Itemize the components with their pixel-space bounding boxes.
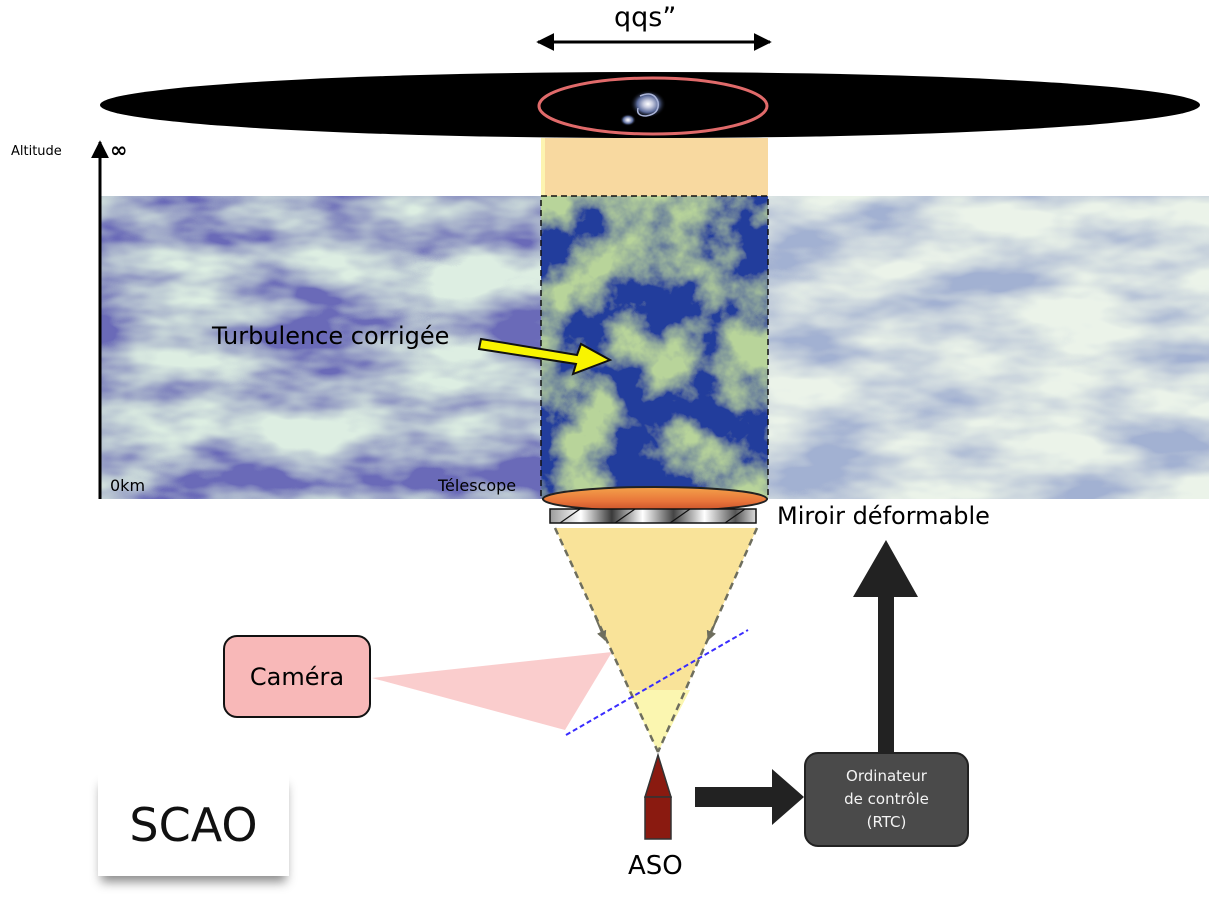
telescope-mirror — [542, 486, 768, 512]
altitude-infinity-label: ∞ — [110, 138, 128, 162]
rtc-box: Ordinateur de contrôle (RTC) — [804, 752, 969, 847]
rtc-label-line3: (RTC) — [866, 813, 907, 831]
light-beam-top — [541, 138, 768, 196]
dichroic-line — [565, 629, 749, 736]
galaxy-icon — [620, 90, 666, 126]
ground-level-label: 0km — [110, 476, 146, 495]
wfs-icon — [643, 752, 673, 840]
turbulence-left — [100, 196, 541, 499]
scao-mode-card: SCAO — [98, 773, 289, 876]
rtc-to-mirror-arrow — [853, 540, 918, 752]
camera-light-wedge — [372, 652, 612, 730]
camera-box: Caméra — [223, 635, 371, 718]
turbulence-right — [768, 196, 1209, 499]
deformable-mirror-label: Miroir déformable — [777, 502, 990, 530]
camera-label: Caméra — [249, 662, 345, 691]
rtc-label-line2: de contrôle — [844, 790, 929, 808]
field-of-view-label: qqs” — [614, 2, 677, 33]
target-field-ellipse — [537, 76, 769, 136]
corrected-turbulence-column — [540, 195, 769, 500]
altitude-label: Altitude — [11, 144, 62, 159]
turbulence-layer — [100, 196, 1209, 499]
wfs-to-rtc-arrow — [695, 769, 804, 825]
light-beam-bottom — [555, 528, 757, 752]
turbulence-pointer-arrow — [477, 337, 613, 376]
scao-label: SCAO — [129, 797, 258, 852]
wfs-label: ASO — [628, 851, 683, 881]
deformable-mirror — [549, 508, 757, 524]
turbulence-label: Turbulence corrigée — [212, 322, 450, 350]
telescope-label: Télescope — [438, 476, 517, 495]
rtc-label-line1: Ordinateur — [846, 767, 927, 785]
